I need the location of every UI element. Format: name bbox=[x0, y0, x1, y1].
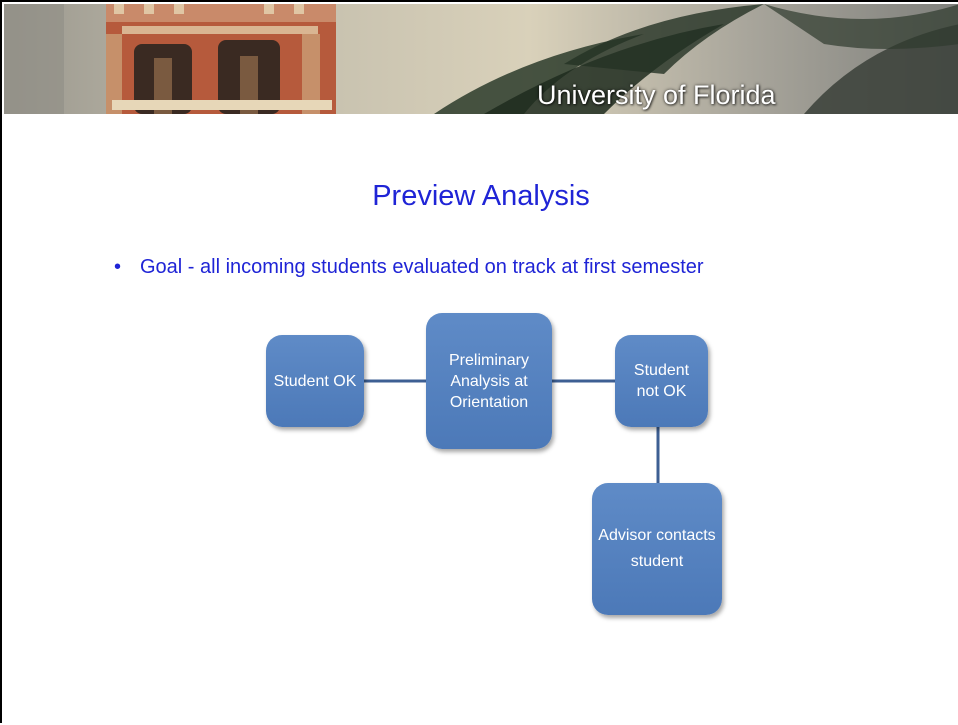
node-student-not-ok: Student not OK bbox=[615, 335, 708, 427]
goal-text: Goal - all incoming students evaluated o… bbox=[140, 256, 704, 278]
node-preliminary-analysis: Preliminary Analysis at Orientation bbox=[426, 313, 552, 449]
node-student-ok-label: Student OK bbox=[273, 372, 357, 390]
goal-bullet: • Goal - all incoming students evaluated … bbox=[114, 256, 704, 279]
node-student-not-ok-label: Student not OK bbox=[633, 362, 690, 400]
bullet-icon: • bbox=[114, 256, 122, 278]
node-student-ok: Student OK bbox=[266, 335, 364, 427]
node-advisor-contacts: Advisor contacts student bbox=[592, 483, 722, 615]
header-banner: University of Florida bbox=[4, 4, 958, 114]
node-preliminary-analysis-label: Preliminary Analysis at Orientation bbox=[448, 351, 529, 411]
campus-photo-illustration bbox=[4, 4, 958, 114]
node-advisor-contacts-label: Advisor contacts student bbox=[598, 527, 716, 570]
slide-title: Preview Analysis bbox=[372, 180, 590, 212]
institution-name: University of Florida bbox=[537, 80, 776, 110]
